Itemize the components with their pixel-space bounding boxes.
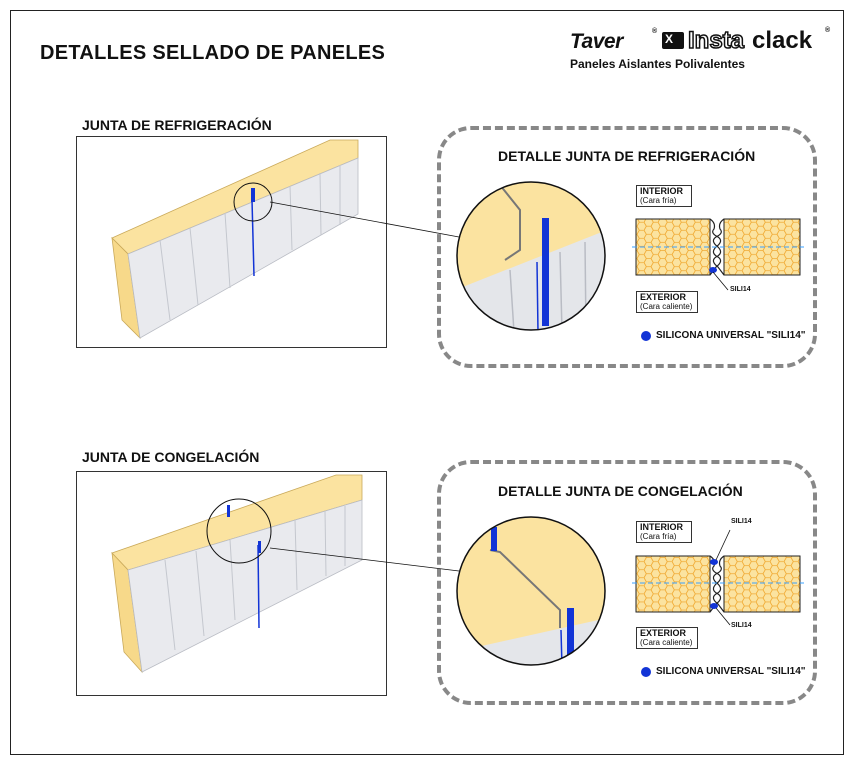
section-label-refrigeracion: JUNTA DE REFRIGERACIÓN — [82, 117, 272, 133]
cross-section-refrigeracion — [632, 218, 804, 291]
sealant-legend-icon — [641, 667, 651, 677]
brand-clack-logo: clack — [752, 27, 813, 54]
page-title: DETALLES SELLADO DE PANELES — [40, 42, 386, 64]
panel-3d-refrigeracion — [111, 139, 460, 340]
sili14-callout-top-congelacion: SILI14 — [731, 518, 752, 525]
interior-label-refrigeracion: INTERIOR(Cara fría) — [636, 185, 692, 207]
brand-taver-logo: Taver — [570, 30, 623, 53]
zoom-circle-congelacion — [456, 516, 606, 666]
sili14-callout-refrigeracion: SILI14 — [730, 286, 751, 293]
exterior-label-congelacion: EXTERIOR(Cara caliente) — [636, 627, 698, 649]
cross-section-congelacion — [632, 529, 804, 626]
interior-label-congelacion: INTERIOR(Cara fría) — [636, 521, 692, 543]
sili14-callout-bottom-congelacion: SILI14 — [731, 622, 752, 629]
brand-insta-logo: Insta — [687, 26, 745, 55]
brand-subtitle: Paneles Aislantes Polivalentes — [570, 57, 745, 71]
legend-congelacion: SILICONA UNIVERSAL "SILI14" — [656, 666, 806, 677]
instaclack-logo-icon: X — [662, 32, 684, 49]
detail-box-refrigeracion — [437, 126, 817, 368]
detail-box-congelacion — [437, 460, 817, 705]
detail-title-refrigeracion: DETALLE JUNTA DE REFRIGERACIÓN — [498, 148, 756, 164]
brand-trademark: ® — [652, 28, 658, 35]
sealant-legend-icon — [641, 331, 651, 341]
panel-3d-congelacion — [111, 474, 460, 674]
section-label-congelacion: JUNTA DE CONGELACIÓN — [82, 449, 260, 465]
zoom-circle-refrigeracion — [456, 181, 606, 331]
page-frame — [10, 10, 844, 755]
detail-title-congelacion: DETALLE JUNTA DE CONGELACIÓN — [498, 483, 743, 499]
brand-trademark-2: ® — [825, 27, 831, 34]
legend-refrigeracion: SILICONA UNIVERSAL "SILI14" — [656, 330, 806, 341]
exterior-label-refrigeracion: EXTERIOR(Cara caliente) — [636, 291, 698, 313]
